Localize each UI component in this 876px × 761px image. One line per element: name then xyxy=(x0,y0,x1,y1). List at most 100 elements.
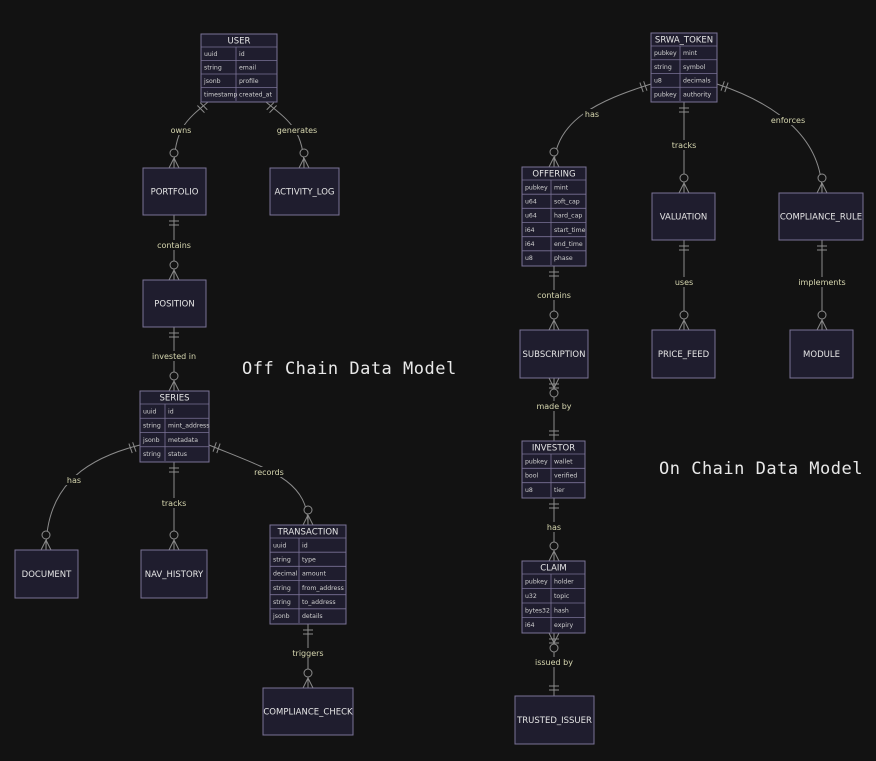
attribute-type: string xyxy=(654,64,672,71)
entity-valuation: VALUATION xyxy=(651,192,716,241)
attribute-type: string xyxy=(143,451,161,458)
entity-box xyxy=(650,32,718,103)
entity-box xyxy=(519,329,589,379)
relationship-label: generates xyxy=(277,126,317,135)
attribute-type: pubkey xyxy=(525,458,548,465)
relationship-label: triggers xyxy=(292,649,323,658)
off-chain-title: Off Chain Data Model xyxy=(242,359,457,379)
cardinality-zero-circle xyxy=(679,173,689,183)
cardinality-zero-circle xyxy=(549,310,559,320)
attribute-name: mint xyxy=(683,50,698,57)
entity-name: SUBSCRIPTION xyxy=(523,350,586,360)
entity-name: PORTFOLIO xyxy=(151,188,199,198)
entity-name: COMPLIANCE_CHECK xyxy=(263,708,353,718)
relationship-label: enforces xyxy=(771,116,805,125)
cardinality-one-bar xyxy=(197,105,205,113)
attribute-name: mint_address xyxy=(168,423,210,430)
relationship-label: contains xyxy=(537,291,571,300)
label-background xyxy=(274,125,320,135)
attribute-type: string xyxy=(143,423,161,430)
cardinality-one-bar xyxy=(639,82,644,93)
attribute-type: i64 xyxy=(525,241,535,248)
attribute-name: holder xyxy=(554,578,574,585)
entity-name: INVESTOR xyxy=(532,444,575,454)
attribute-name: wallet xyxy=(554,458,573,465)
attribute-name: authority xyxy=(683,91,712,98)
cardinality-one-bar xyxy=(269,105,277,113)
cardinality-zero-circle xyxy=(303,668,313,678)
entity-box xyxy=(142,279,207,328)
attribute-name: amount xyxy=(302,571,326,578)
entity-module: MODULE xyxy=(789,329,854,379)
relationship-label-implements: implements xyxy=(797,277,847,287)
attribute-name: details xyxy=(302,613,323,620)
relationship-line xyxy=(553,83,652,168)
crow-foot xyxy=(168,269,175,281)
relationship-label: owns xyxy=(171,126,192,135)
attribute-name: decimals xyxy=(683,78,711,85)
crow-foot xyxy=(173,380,180,392)
attribute-name: expiry xyxy=(554,622,574,629)
relationship-label-records: records xyxy=(250,467,288,477)
entity-name: SERIES xyxy=(160,394,190,404)
relationship-label-made-by: made by xyxy=(535,401,573,411)
entity-trusted-issuer: TRUSTED_ISSUER xyxy=(514,695,595,745)
crow-foot xyxy=(40,539,47,551)
cardinality-zero-circle xyxy=(549,643,559,653)
attribute-name: phase xyxy=(554,255,573,262)
label-background xyxy=(583,109,601,119)
entity-price-feed: PRICE_FEED xyxy=(651,329,716,379)
label-background xyxy=(146,351,202,361)
crow-foot xyxy=(553,632,560,644)
crow-foot xyxy=(298,157,305,169)
entity-name: CLAIM xyxy=(540,564,567,574)
crow-foot xyxy=(683,319,690,331)
label-background xyxy=(153,240,195,250)
label-background xyxy=(535,401,573,411)
relationship-label-has: has xyxy=(545,522,563,532)
entity-box xyxy=(521,560,586,634)
relationship-label: made by xyxy=(536,402,571,411)
on-chain-title: On Chain Data Model xyxy=(659,459,863,479)
crow-foot xyxy=(548,632,555,644)
relationship-label-uses: uses xyxy=(672,277,696,287)
relationship-claim-trusted-issuer xyxy=(548,632,560,696)
attribute-name: created_at xyxy=(239,91,272,98)
attribute-type: i64 xyxy=(525,622,535,629)
entity-name: COMPLIANCE_RULE xyxy=(780,213,862,223)
attribute-type: uuid xyxy=(143,408,157,415)
entity-box xyxy=(269,167,340,216)
attribute-type: u8 xyxy=(525,255,533,262)
relationship-label-has: has xyxy=(65,475,83,485)
cardinality-zero-circle xyxy=(549,147,559,157)
label-background xyxy=(531,657,577,667)
attribute-name: tier xyxy=(554,487,565,494)
relationship-investor-claim xyxy=(548,498,560,562)
crow-foot xyxy=(678,182,685,194)
relationship-series-transaction xyxy=(208,442,314,526)
crow-foot xyxy=(168,157,175,169)
attribute-type: string xyxy=(273,556,291,563)
cardinality-zero-circle xyxy=(299,148,309,158)
relationship-label: records xyxy=(254,468,284,477)
label-background xyxy=(797,277,847,287)
attribute-type: jsonb xyxy=(142,437,160,444)
label-background xyxy=(545,522,563,532)
cardinality-zero-circle xyxy=(549,388,559,398)
entity-name: OFFERING xyxy=(532,170,575,180)
crow-foot xyxy=(821,182,828,194)
entity-portfolio: PORTFOLIO xyxy=(142,167,207,216)
crow-foot xyxy=(173,539,180,551)
cardinality-zero-circle xyxy=(817,310,827,320)
attribute-name: status xyxy=(168,451,187,458)
label-background xyxy=(169,125,193,135)
cardinality-zero-circle xyxy=(169,260,179,270)
attribute-name: email xyxy=(239,64,256,71)
entity-box xyxy=(200,33,278,103)
crow-foot xyxy=(303,157,310,169)
relationship-label: uses xyxy=(675,278,693,287)
